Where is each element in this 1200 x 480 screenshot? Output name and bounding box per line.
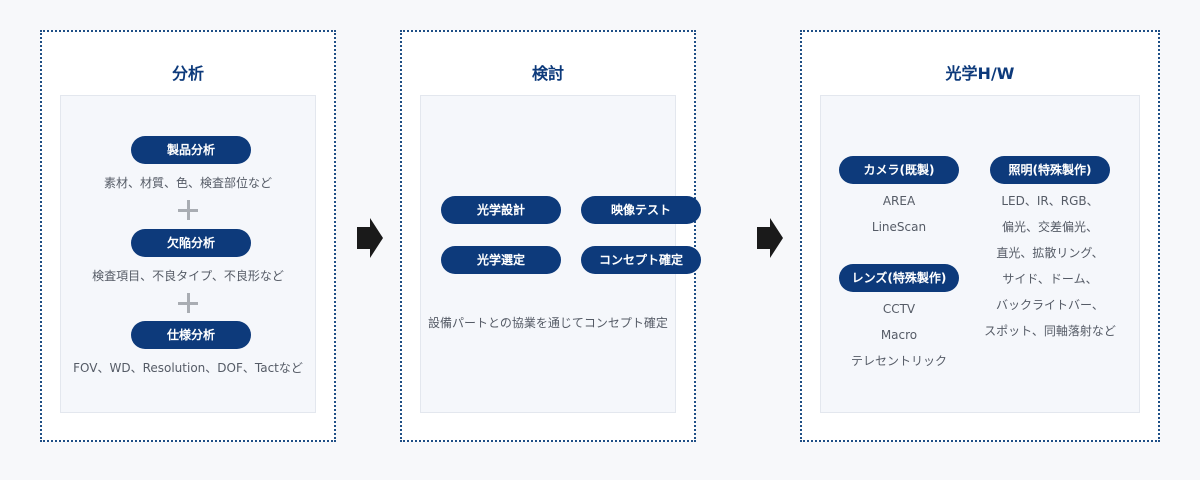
review-panel: 検討 光学設計 映像テスト 光学選定 コンセプト確定 設備パートとの協業を通じて… [400, 30, 701, 442]
lighting-item: 偏光、交差偏光、 [1001, 220, 1098, 234]
optical-design-pill: 光学設計 [441, 196, 561, 224]
optical-hw-panel: 光学H/W カメラ(既製) AREA LineScan レンズ(特殊製作) CC… [800, 30, 1160, 442]
lens-item: テレセントリック [850, 354, 947, 368]
lens-item: Macro [880, 328, 918, 342]
analysis-panel: 分析 製品分析 素材、材質、色、検査部位など 欠陥分析 検査項目、不良タイプ、不… [40, 30, 336, 442]
spec-analysis-desc: FOV、WD、Resolution、DOF、Tactなど [73, 361, 303, 375]
analysis-content: 製品分析 素材、材質、色、検査部位など 欠陥分析 検査項目、不良タイプ、不良形な… [60, 95, 316, 413]
plus-icon [178, 200, 198, 220]
arrow-right-icon [357, 218, 383, 258]
plus-icon [178, 293, 198, 313]
lens-item: CCTV [882, 302, 916, 316]
image-test-pill: 映像テスト [581, 196, 701, 224]
spec-analysis-pill: 仕様分析 [131, 321, 251, 349]
optical-hw-title: 光学H/W [945, 64, 1015, 83]
arrow-right-icon [757, 218, 783, 258]
lighting-list: LED、IR、RGB、 偏光、交差偏光、 直光、拡散リング、 サイド、ドーム、 … [975, 188, 1125, 344]
camera-pill: カメラ(既製) [839, 156, 959, 184]
review-desc: 設備パートとの協業を通じてコンセプト確定 [428, 316, 668, 330]
lens-pill: レンズ(特殊製作) [839, 264, 959, 292]
defect-analysis-desc: 検査項目、不良タイプ、不良形など [92, 269, 284, 283]
review-title: 検討 [531, 64, 564, 83]
review-content: 光学設計 映像テスト 光学選定 コンセプト確定 設備パートとの協業を通じてコンセ… [420, 95, 701, 413]
camera-item: LineScan [871, 220, 927, 234]
analysis-title: 分析 [171, 64, 204, 83]
lighting-item: LED、IR、RGB、 [1001, 194, 1099, 208]
concept-confirm-pill: コンセプト確定 [581, 246, 701, 274]
optical-selection-pill: 光学選定 [441, 246, 561, 274]
lighting-item: バックライトバー、 [996, 298, 1104, 312]
camera-item: AREA [882, 194, 916, 208]
lighting-item: スポット、同軸落射など [984, 324, 1116, 338]
optical-hw-content: カメラ(既製) AREA LineScan レンズ(特殊製作) CCTV Mac… [820, 95, 1140, 413]
lighting-item: サイド、ドーム、 [1002, 272, 1098, 286]
lighting-pill: 照明(特殊製作) [990, 156, 1110, 184]
lighting-item: 直光、拡散リング、 [996, 246, 1104, 260]
product-analysis-pill: 製品分析 [131, 136, 251, 164]
product-analysis-desc: 素材、材質、色、検査部位など [103, 176, 272, 190]
camera-list: AREA LineScan [839, 188, 959, 240]
defect-analysis-pill: 欠陥分析 [131, 229, 251, 257]
lens-list: CCTV Macro テレセントリック [839, 296, 959, 374]
